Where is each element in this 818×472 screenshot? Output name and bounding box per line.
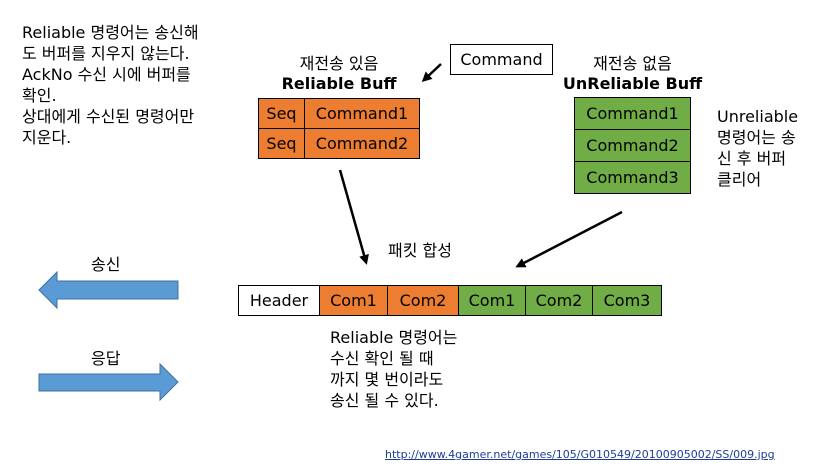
- reliable-buffer-title: Reliable Buff: [281, 74, 397, 93]
- source-link[interactable]: http://www.4gamer.net/games/105/G010549/…: [385, 448, 775, 461]
- command-to-reliable-arrow: [421, 63, 442, 83]
- unreliable-command-cell-3: Command3: [574, 161, 691, 194]
- send-label: 송신: [91, 255, 121, 274]
- ack-arrow: [38, 362, 179, 402]
- unreliable-retransmit-label: 재전송 없음: [593, 54, 672, 73]
- reliable-command-cell-1: Command1: [304, 98, 420, 129]
- reliable-buffer-caption: 재전송 있음 Reliable Buff: [258, 50, 420, 93]
- command-box: Command: [450, 44, 553, 75]
- packet-unreliable-cell-1: Com1: [458, 285, 526, 316]
- ack-label: 응답: [91, 349, 121, 368]
- reliable-to-packet-arrow: [338, 169, 369, 265]
- packet-unreliable-cell-3: Com3: [592, 285, 662, 316]
- reliable-seq-cell-2: Seq: [258, 128, 305, 159]
- unreliable-note: Unreliable 명령어는 송 신 후 버퍼 클리어: [717, 107, 799, 189]
- reliable-retransmit-label: 재전송 있음: [299, 54, 379, 73]
- reliable-command-cell-2: Command2: [304, 128, 420, 159]
- send-arrow: [38, 270, 179, 310]
- packet-header-cell: Header: [238, 285, 320, 316]
- retransmit-note: Reliable 명령어는 수신 확인 될 때 까지 몇 번이라도 송신 될 수…: [330, 328, 458, 410]
- packet-reliable-cell-1: Com1: [319, 285, 388, 316]
- packet-merge-label: 패킷 합성: [388, 241, 452, 260]
- unreliable-to-packet-arrow: [515, 210, 623, 268]
- reliable-note: Reliable 명령어는 송신해 도 버퍼를 지우지 않는다. AckNo 수…: [22, 23, 199, 147]
- unreliable-command-cell-1: Command1: [574, 97, 691, 130]
- packet-reliable-cell-2: Com2: [387, 285, 459, 316]
- packet-unreliable-cell-2: Com2: [525, 285, 593, 316]
- unreliable-buffer-title: UnReliable Buff: [562, 74, 703, 93]
- unreliable-buffer-caption: 재전송 없음 UnReliable Buff: [560, 50, 705, 93]
- unreliable-command-cell-2: Command2: [574, 129, 691, 162]
